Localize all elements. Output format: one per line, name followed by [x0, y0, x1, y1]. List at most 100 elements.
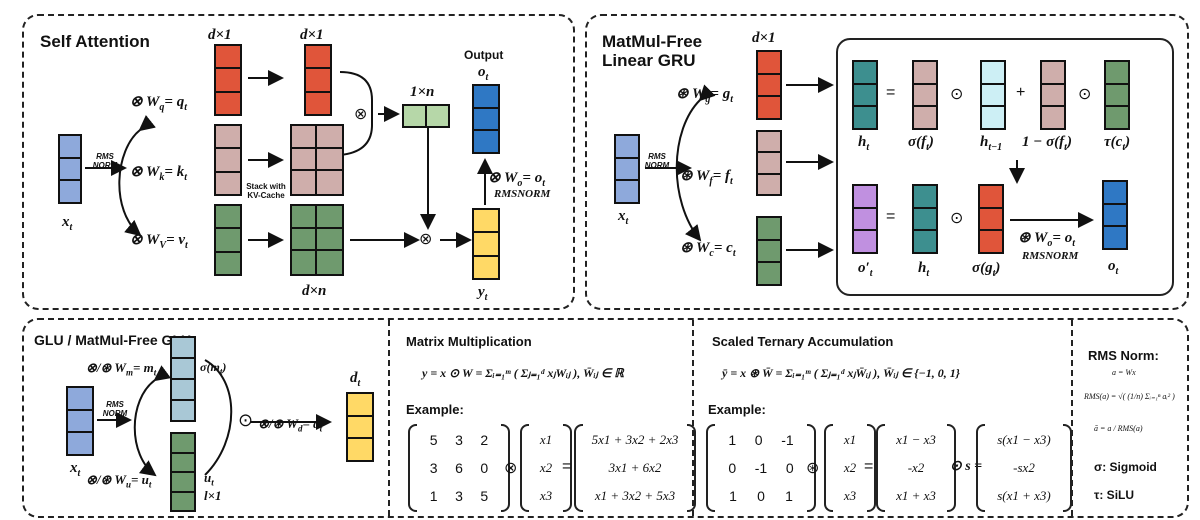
sta-eq: =: [864, 458, 874, 475]
sta-mid: x1 − x3 -x2 x1 + x3: [876, 424, 956, 512]
sta-odot-s: ⊙ s =: [950, 459, 983, 474]
separator-1: [388, 320, 390, 516]
self-attention-panel: [22, 14, 575, 310]
gru-hprev-vector: [980, 60, 1006, 130]
gru-h-label: ht: [858, 134, 870, 153]
sa-v-cache-grid: [290, 204, 344, 276]
sa-dim-d1-b: d×1: [300, 27, 324, 43]
mm-formula: y = x ⊙ W = Σᵢ₌₁ᵐ ( Σⱼ₌₁ᵈ xⱼWᵢⱼ ), W̄ᵢⱼ …: [422, 366, 624, 380]
gru-g-vector: [756, 50, 782, 120]
sa-rmsnorm: RMSNORM: [494, 188, 551, 200]
separator-3: [1071, 320, 1073, 516]
gru-tau-c-label: τ(ct): [1104, 134, 1131, 153]
mm-op: ⊗: [504, 460, 518, 477]
sa-score-vector: [402, 104, 450, 128]
glu-rms-norm: RMS NORM: [102, 400, 128, 418]
gru-wf-eq: ⊛ Wf= ft: [680, 168, 733, 187]
sa-q-out-vector: [304, 44, 332, 116]
gru-f-vector: [756, 130, 782, 196]
gru-odot-2: ⊙: [1078, 86, 1092, 103]
sa-fan-arrow: [118, 114, 156, 237]
gru-eq-2: =: [886, 208, 896, 225]
sa-stack-note: Stack with KV-Cache: [246, 182, 286, 200]
sa-q-vector: [214, 44, 242, 116]
gru-one-minus-label: 1 − σ(ft): [1022, 134, 1072, 153]
gru-h2-label: ht: [918, 260, 930, 279]
glu-wm-eq: ⊗/⊛ Wm= mt: [86, 360, 157, 378]
gru-panel: [585, 14, 1189, 310]
sta-example: Example:: [708, 402, 766, 417]
sa-v-vector: [214, 204, 242, 276]
sta-op: ⊛: [806, 460, 820, 477]
legend-a-def: a = Wx: [1112, 368, 1136, 377]
mm-eq: =: [562, 458, 572, 475]
sa-dim-d1-a: d×1: [208, 27, 232, 43]
separator-2: [692, 320, 694, 516]
gru-inner-box: [836, 38, 1174, 296]
mm-example: Example:: [406, 402, 464, 417]
gru-rmsnorm: RMSNORM: [1022, 250, 1079, 262]
sa-wv-eq: ⊗ WV= vt: [130, 232, 188, 251]
sa-k-vector: [214, 124, 242, 196]
mm-result: 5x1 + 3x2 + 2x3 3x1 + 6x2 x1 + 3x2 + 5x3: [574, 424, 696, 512]
brace: [339, 71, 373, 156]
sa-o-label: ot: [478, 64, 489, 83]
sa-output-label: Output: [464, 48, 504, 62]
gru-sigma-f-label: σ(ft): [908, 134, 934, 153]
sa-wo-eq: ⊗ Wo= ot: [488, 170, 545, 189]
mm-vector: x1 x2 x3: [520, 424, 572, 512]
sa-otimes-av: ⊗: [419, 231, 433, 248]
sa-x-label: xt: [62, 214, 73, 233]
legend-sigma: σ: Sigmoid: [1094, 460, 1157, 474]
gru-x-vector: [614, 134, 640, 204]
sta-formula: ȳ = x ⊛ W̄ = Σᵢ₌₁ᵐ ( Σⱼ₌₁ᵈ xⱼW̄ᵢⱼ ), W̄ᵢ…: [722, 366, 960, 380]
gru-sigma-g-vector: [978, 184, 1004, 254]
gru-o-vector: [1102, 180, 1128, 250]
gru-tau-c-vector: [1104, 60, 1130, 130]
glu-odot: ⊙: [238, 410, 254, 430]
glu-wd-eq: ⊗/⊛ Wd= dt: [258, 416, 323, 434]
gru-sigma-g-label: σ(gt): [972, 260, 1001, 279]
glu-u-vector: [170, 432, 196, 512]
gru-eq-1: =: [886, 84, 896, 101]
glu-l1-label: l×1: [204, 488, 222, 503]
glu-wu-eq: ⊗/⊛ Wu= ut: [86, 472, 152, 490]
gru-h-vector: [852, 60, 878, 130]
glu-title: GLU / MatMul-Free GLU: [34, 332, 192, 348]
gru-sigma-f-vector: [912, 60, 938, 130]
glu-x-label: xt: [70, 460, 81, 479]
gru-o-label: ot: [1108, 258, 1119, 277]
sa-y-label: yt: [478, 284, 488, 303]
sa-title: Self Attention: [40, 32, 150, 51]
sa-output-vector: [472, 84, 500, 154]
sa-wk-eq: ⊗ Wk= kt: [130, 164, 187, 183]
gru-oprime-vector: [852, 184, 878, 254]
legend-rms-title: RMS Norm:: [1088, 348, 1159, 363]
gru-odot-1: ⊙: [950, 86, 964, 103]
gru-h2-vector: [912, 184, 938, 254]
gru-rms-norm: RMS NORM: [644, 152, 670, 170]
legend-abar-def: ā = a / RMS(a): [1094, 424, 1143, 433]
gru-wg-eq: ⊛ Wg= gt: [676, 86, 733, 105]
sta-result: s(x1 − x3) -sx2 s(x1 + x3): [976, 424, 1072, 512]
sa-x-vector: [58, 134, 82, 204]
gru-c-vector: [756, 216, 782, 286]
sa-wq-eq: ⊗ Wq= qt: [130, 94, 187, 113]
sa-dim-dn: d×n: [302, 283, 327, 299]
gru-x-label: xt: [618, 208, 629, 227]
glu-u-label: ut: [204, 470, 214, 488]
legend-tau: τ: SiLU: [1094, 488, 1135, 502]
glu-d-vector: [346, 392, 374, 462]
gru-plus: +: [1016, 84, 1026, 101]
gru-wo-eq: ⊛ Wo= ot: [1018, 230, 1075, 249]
glu-m-vector: [170, 336, 196, 422]
gru-hprev-label: ht−1: [980, 134, 1003, 153]
mm-title: Matrix Multiplication: [406, 334, 532, 349]
glu-d-label: dt: [350, 370, 361, 389]
gru-odot-3: ⊙: [950, 210, 964, 227]
sa-k-cache-grid: [290, 124, 344, 196]
gru-oprime-label: o′t: [858, 260, 873, 279]
gru-wc-eq: ⊛ Wc= ct: [680, 240, 736, 259]
